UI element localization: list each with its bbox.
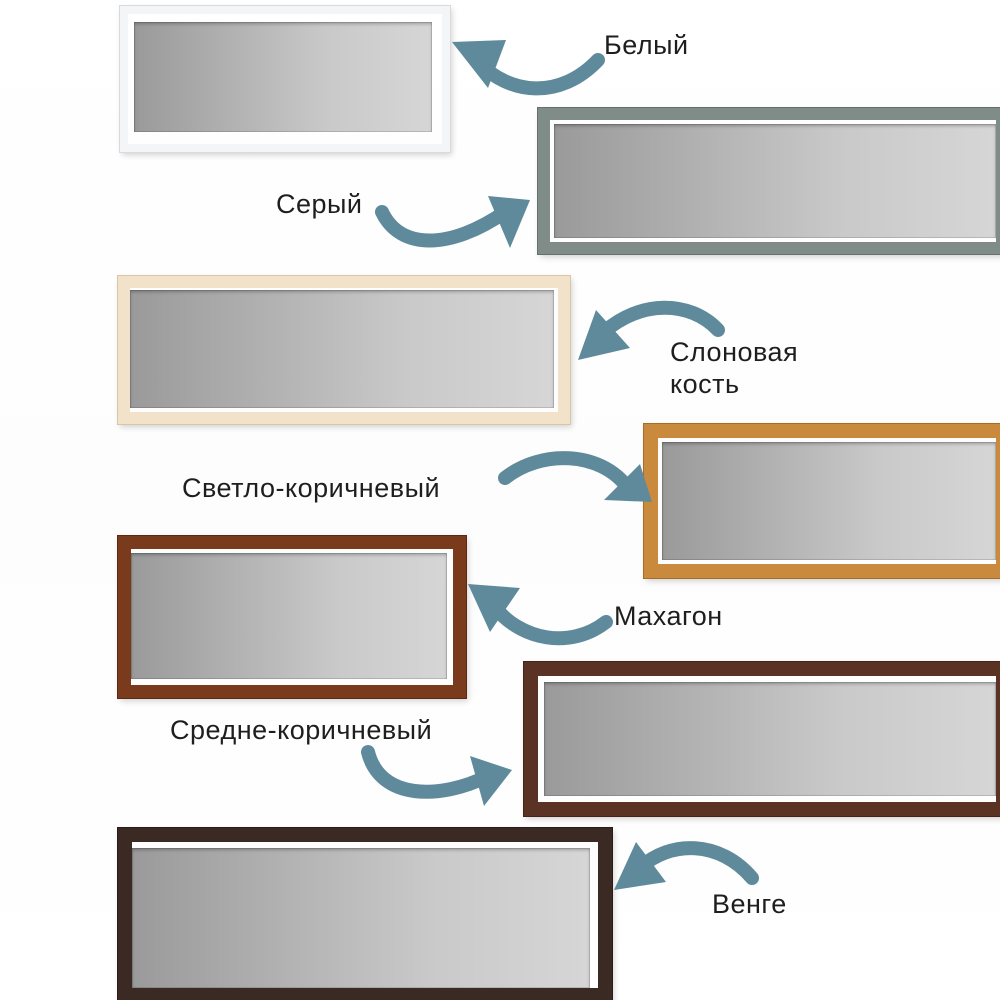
mirror-glass xyxy=(662,442,996,560)
color-label-grey: Серый xyxy=(276,189,363,219)
curved-arrow-left-icon xyxy=(468,584,613,646)
mirror-glass xyxy=(130,290,554,408)
mirror-frame-white xyxy=(119,5,451,153)
color-label-medium-brown: Средне-коричневый xyxy=(170,715,433,745)
curved-arrow-right-icon xyxy=(361,745,512,806)
curved-arrow-left-icon xyxy=(452,40,605,96)
color-label-white: Белый xyxy=(604,30,689,60)
mirror-frame-ivory xyxy=(117,275,571,425)
mirror-frame-mahogany xyxy=(117,535,467,699)
color-label-ivory: Слоновая кость xyxy=(670,336,798,400)
color-label-wenge: Венге xyxy=(712,889,787,919)
mirror-frame-light-brown xyxy=(643,423,1000,579)
mirror-glass xyxy=(134,22,432,132)
curved-arrow-left-icon xyxy=(614,841,759,890)
mirror-glass xyxy=(544,682,996,796)
mirror-frame-medium-brown xyxy=(523,661,1000,817)
mirror-frame-wenge xyxy=(117,827,613,1000)
mirror-glass xyxy=(554,124,996,238)
color-label-ivory-line1: Слоновая xyxy=(670,337,799,367)
mirror-glass xyxy=(132,848,590,988)
curved-arrow-right-icon xyxy=(498,451,652,502)
color-label-mahogany: Махагон xyxy=(614,601,723,631)
mirror-glass xyxy=(131,553,447,679)
color-label-ivory-line2: кость xyxy=(670,369,740,399)
mirror-frame-grey xyxy=(537,107,1000,255)
color-label-light-brown: Светло-коричневый xyxy=(182,473,441,503)
curved-arrow-right-icon xyxy=(375,196,530,248)
